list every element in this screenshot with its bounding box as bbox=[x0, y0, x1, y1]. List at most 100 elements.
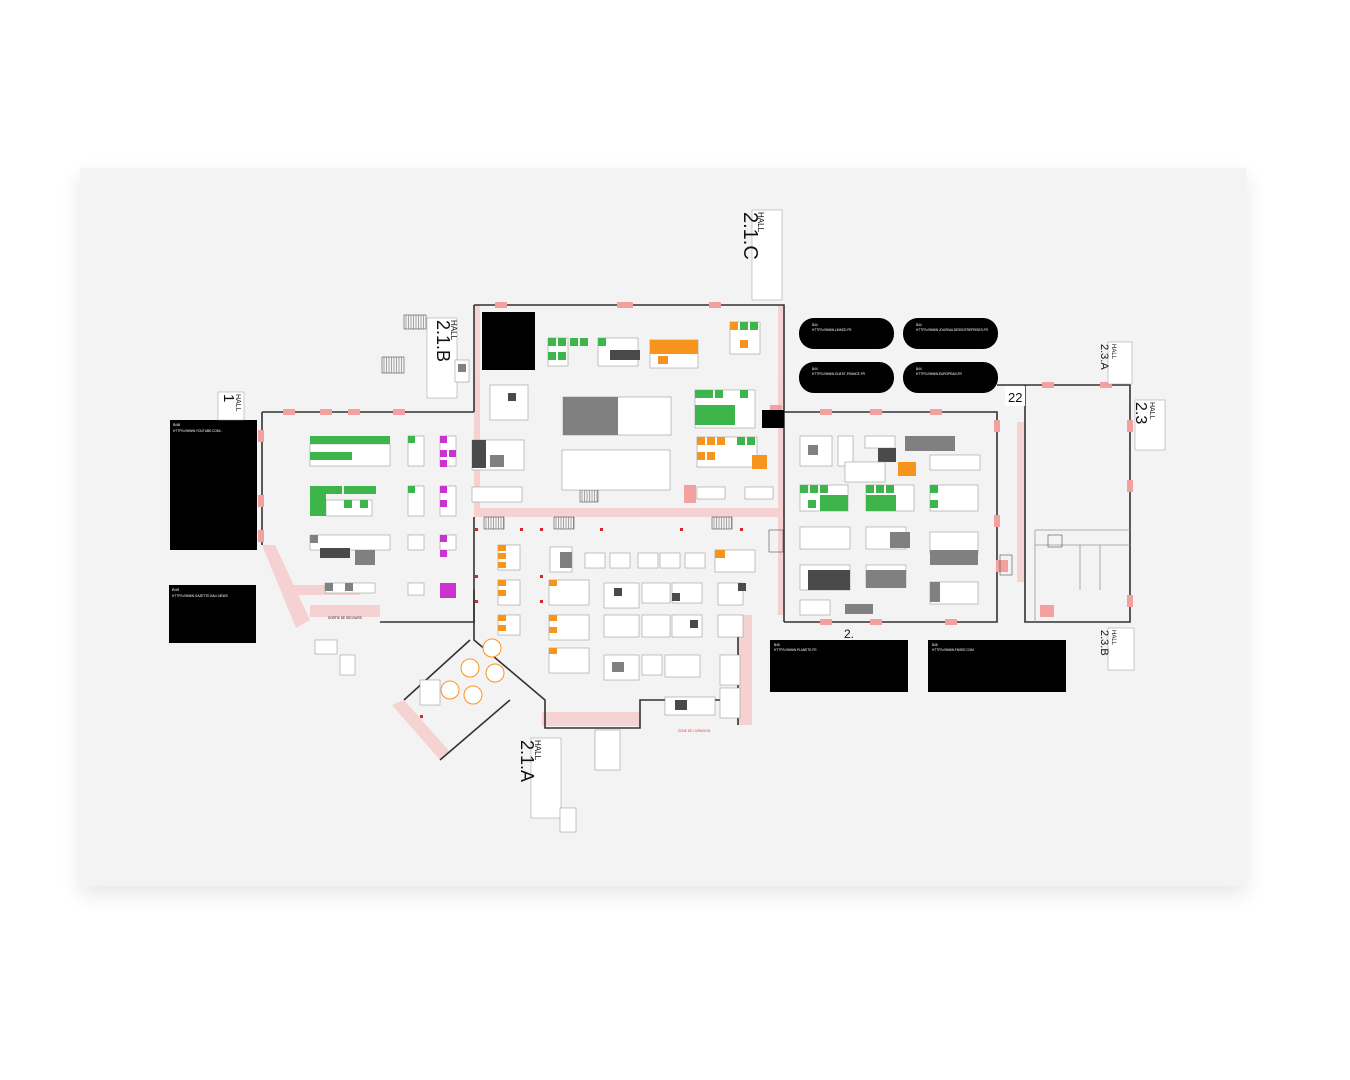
stand[interactable] bbox=[310, 535, 318, 543]
stand[interactable] bbox=[310, 452, 326, 460]
stand[interactable] bbox=[799, 526, 851, 550]
stand[interactable] bbox=[740, 390, 748, 398]
stand[interactable] bbox=[705, 390, 713, 398]
stand[interactable] bbox=[715, 390, 723, 398]
billboard-pill-4[interactable]: B44 HTTPS://WWW.EUROPEAN.FR bbox=[903, 362, 998, 393]
stand[interactable] bbox=[360, 500, 368, 508]
stand[interactable] bbox=[490, 455, 504, 467]
stand[interactable] bbox=[866, 495, 896, 511]
stand[interactable] bbox=[326, 452, 342, 460]
stand[interactable] bbox=[498, 615, 506, 621]
stand[interactable] bbox=[878, 448, 896, 462]
stand[interactable] bbox=[844, 461, 886, 483]
stand[interactable] bbox=[498, 580, 506, 586]
stand[interactable] bbox=[489, 384, 529, 421]
stand[interactable] bbox=[374, 436, 390, 444]
stand[interactable] bbox=[697, 452, 705, 460]
stand[interactable] bbox=[440, 500, 447, 507]
stand[interactable] bbox=[740, 322, 748, 330]
stand[interactable] bbox=[808, 445, 818, 455]
stand[interactable] bbox=[407, 435, 425, 467]
stand[interactable] bbox=[707, 452, 715, 460]
stand[interactable] bbox=[637, 552, 659, 569]
stand[interactable] bbox=[695, 405, 735, 425]
stand[interactable] bbox=[558, 338, 566, 346]
stand[interactable] bbox=[558, 352, 566, 360]
stand[interactable] bbox=[808, 570, 850, 590]
stand[interactable] bbox=[598, 338, 606, 346]
stand[interactable] bbox=[845, 604, 873, 614]
stand[interactable] bbox=[440, 486, 447, 493]
stand[interactable] bbox=[360, 486, 376, 494]
stand[interactable] bbox=[440, 450, 447, 457]
stand[interactable] bbox=[707, 437, 715, 445]
stand[interactable] bbox=[820, 495, 848, 511]
stand[interactable] bbox=[449, 450, 456, 457]
stand[interactable] bbox=[664, 696, 716, 716]
stand[interactable] bbox=[696, 486, 726, 500]
stand[interactable] bbox=[498, 553, 506, 559]
stand[interactable] bbox=[440, 535, 447, 542]
stand[interactable] bbox=[344, 486, 360, 494]
stand[interactable] bbox=[690, 620, 698, 628]
stand[interactable] bbox=[898, 462, 916, 476]
stand[interactable] bbox=[820, 485, 828, 493]
stand[interactable] bbox=[440, 436, 447, 443]
stand[interactable] bbox=[419, 679, 441, 706]
stand[interactable] bbox=[612, 662, 624, 672]
stand[interactable] bbox=[472, 440, 486, 468]
stand[interactable] bbox=[717, 437, 725, 445]
stand[interactable] bbox=[641, 614, 671, 638]
stand[interactable] bbox=[614, 588, 622, 596]
stand[interactable] bbox=[358, 436, 374, 444]
stand[interactable] bbox=[549, 627, 557, 633]
stand[interactable] bbox=[563, 397, 618, 435]
stand[interactable] bbox=[641, 582, 671, 604]
stand[interactable] bbox=[684, 552, 706, 569]
stand[interactable] bbox=[344, 500, 352, 508]
stand[interactable] bbox=[342, 452, 352, 460]
stand[interactable] bbox=[498, 590, 506, 596]
stand[interactable] bbox=[310, 486, 326, 516]
stand[interactable] bbox=[750, 322, 758, 330]
stand[interactable] bbox=[594, 729, 621, 771]
stand[interactable] bbox=[886, 485, 894, 493]
stand[interactable] bbox=[584, 552, 606, 569]
stand[interactable] bbox=[800, 485, 808, 493]
stand[interactable] bbox=[339, 654, 356, 676]
stand[interactable] bbox=[730, 322, 738, 330]
stand[interactable] bbox=[326, 436, 342, 444]
stand[interactable] bbox=[498, 545, 506, 551]
stand[interactable] bbox=[342, 436, 358, 444]
stand[interactable] bbox=[326, 486, 342, 494]
billboard-pill-2[interactable]: B44 HTTPS://WWW.JOURNALDESENTREPRISES.FR bbox=[903, 318, 998, 349]
stand[interactable] bbox=[610, 350, 640, 360]
black-stand[interactable] bbox=[482, 312, 535, 370]
billboard-left-top[interactable]: B48 HTTPS://WWW.YOUTUBE.COM/... bbox=[170, 420, 257, 550]
stand[interactable] bbox=[799, 599, 831, 616]
stand[interactable] bbox=[876, 485, 884, 493]
stand[interactable] bbox=[930, 500, 938, 508]
stand[interactable] bbox=[808, 500, 816, 508]
stand[interactable] bbox=[310, 436, 326, 444]
stand[interactable] bbox=[866, 570, 906, 588]
stand[interactable] bbox=[866, 485, 874, 493]
stand[interactable] bbox=[549, 648, 557, 654]
stand[interactable] bbox=[440, 583, 456, 598]
stand[interactable] bbox=[837, 435, 854, 467]
stand[interactable] bbox=[320, 548, 350, 558]
billboard-pill-3[interactable]: B44 HTTPS://WWW.OUEST-FRANCE.FR bbox=[799, 362, 894, 393]
stand[interactable] bbox=[603, 614, 640, 638]
stand[interactable] bbox=[864, 435, 896, 449]
stand[interactable] bbox=[675, 700, 687, 710]
stand[interactable] bbox=[355, 550, 375, 565]
black-stand-small[interactable] bbox=[762, 410, 784, 428]
stand[interactable] bbox=[549, 580, 557, 586]
stand[interactable] bbox=[345, 583, 353, 591]
stand[interactable] bbox=[609, 552, 631, 569]
stand[interactable] bbox=[810, 485, 818, 493]
stand[interactable] bbox=[407, 582, 425, 596]
stand[interactable] bbox=[929, 454, 981, 471]
stand[interactable] bbox=[737, 437, 745, 445]
stand[interactable] bbox=[719, 654, 741, 686]
